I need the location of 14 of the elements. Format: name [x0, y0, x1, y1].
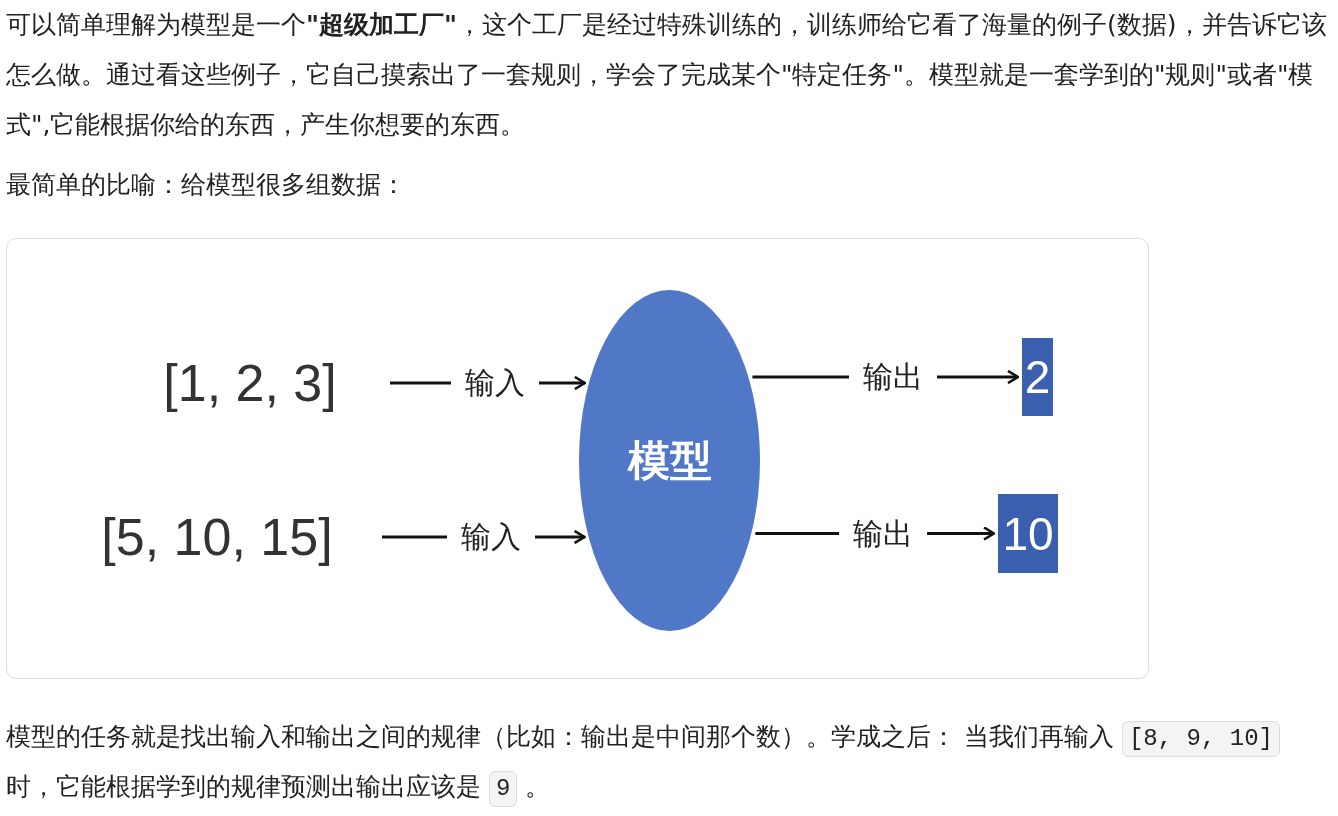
edge-label: 输入 [451, 365, 540, 401]
paragraph-text: 模型的任务就是找出输入和输出之间的规律（比如：输出是中间那个数）。学成之后： 当我们再输入 [6, 722, 1114, 751]
data-array-text: [1, 2, 3] [150, 343, 350, 423]
edge-label: 输入 [447, 519, 536, 555]
paragraph-text: 最简单的比喻：给模型很多组数据： [6, 169, 407, 201]
paragraph-text: 可以简单理解为模型是一个"超级加工厂"，这个工厂是经过特殊训练的，训练师给它看了海量的例子(数据)，并告诉它该怎么做。通过看这些例子，它自己摸索出了一套规则，学会了完成某个"特定任务"。模型就是一套学到的"规则"或者"模式",它能根据你给的东西，产生你想要的东西。 [6, 9, 1328, 141]
paragraph-text: 。 [525, 772, 551, 801]
data-array-text: [5, 10, 15] [92, 497, 342, 577]
model-ellipse: 模型 [579, 290, 760, 631]
output-value: 10 [998, 494, 1058, 573]
inline-code: [8, 9, 10] [1121, 721, 1280, 757]
paragraph-text: 时，它能根据学到的规律预测出输出应该是 [6, 772, 481, 801]
inline-code: 9 [489, 771, 518, 807]
output-value: 2 [1022, 338, 1053, 416]
